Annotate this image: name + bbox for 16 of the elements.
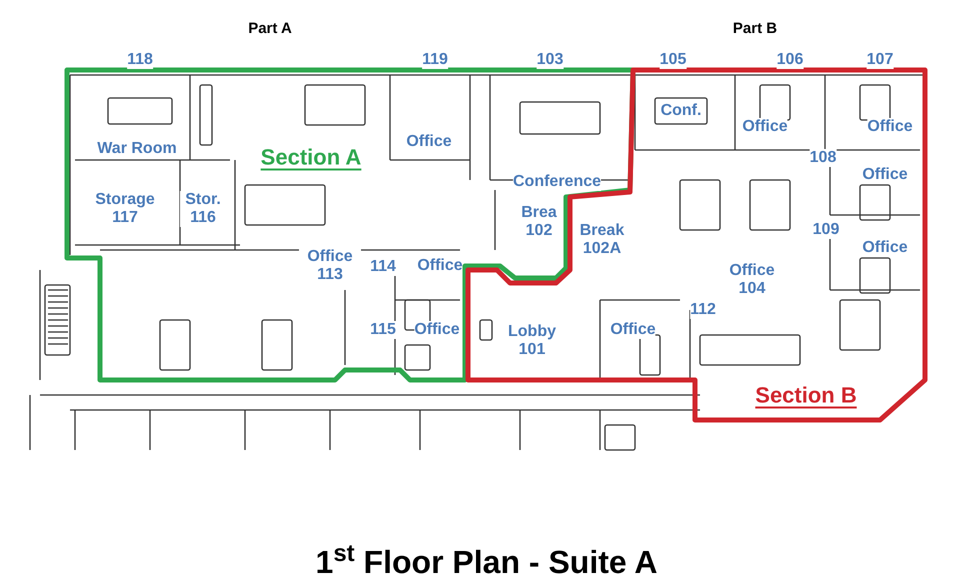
room-label: 114 <box>370 258 396 276</box>
room-label: 107 <box>866 51 894 69</box>
room-label: 106 <box>776 51 804 69</box>
room-label: 112 <box>690 301 716 319</box>
room-label: 105 <box>660 51 686 69</box>
room-label: 119 <box>422 51 448 69</box>
room-label: 109 <box>812 221 840 239</box>
room-label: 108 <box>810 149 836 167</box>
room-label: 118 <box>127 51 153 69</box>
part-heading: Part B <box>732 18 778 39</box>
room-label: 115 <box>370 321 396 339</box>
room-label: Office <box>610 321 656 339</box>
room-label: Conference <box>512 173 602 191</box>
room-label: 103 <box>536 51 564 69</box>
part-heading: Part A <box>248 18 292 39</box>
plan-title: 1$^{st}$ Floor Plan - Suite A <box>316 539 658 582</box>
